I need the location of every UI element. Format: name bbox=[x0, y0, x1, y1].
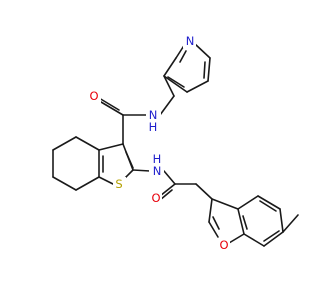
bond bbox=[52, 176, 77, 191]
bond bbox=[263, 231, 284, 247]
bond bbox=[98, 143, 124, 151]
molecule-structure-canvas: O N H N S H N O O bbox=[52, 34, 299, 252]
bond bbox=[186, 80, 209, 93]
bond bbox=[52, 136, 77, 151]
amide-oxygen-bottom-label: O bbox=[151, 191, 160, 205]
bond bbox=[208, 198, 213, 223]
furan-oxygen-label: O bbox=[219, 238, 228, 252]
bond bbox=[259, 200, 277, 212]
amide-hydrogen-top-label: H bbox=[149, 120, 158, 134]
bond bbox=[212, 216, 220, 230]
bond bbox=[75, 176, 100, 191]
bond bbox=[237, 208, 245, 235]
bond bbox=[167, 76, 185, 88]
thiophene-sulfur-label: S bbox=[115, 177, 122, 191]
bond bbox=[203, 61, 206, 79]
bond bbox=[228, 233, 245, 244]
bond bbox=[163, 57, 177, 77]
atom-label-layer: O N H N S H N O O bbox=[88, 34, 230, 252]
bond bbox=[163, 75, 188, 93]
bond bbox=[243, 233, 265, 247]
bond bbox=[100, 101, 124, 116]
pyridine-nitrogen-label: N bbox=[186, 34, 195, 48]
bond bbox=[237, 195, 259, 210]
bond bbox=[257, 195, 281, 210]
bond bbox=[207, 57, 211, 82]
bond bbox=[98, 97, 120, 111]
bond bbox=[159, 95, 175, 116]
bond bbox=[75, 136, 100, 151]
bond bbox=[282, 214, 299, 233]
bond bbox=[263, 230, 280, 242]
amide-nitrogen-top-label: N bbox=[149, 108, 158, 122]
bond bbox=[179, 50, 187, 63]
amide-nitrogen-bottom-label: N bbox=[153, 164, 162, 178]
bond bbox=[195, 183, 213, 200]
bond bbox=[211, 198, 239, 210]
bond bbox=[208, 221, 219, 238]
bond bbox=[194, 43, 211, 59]
amide-hydrogen-bottom-label: H bbox=[153, 152, 162, 166]
bond bbox=[279, 208, 284, 233]
bond bbox=[163, 75, 175, 97]
molecule-svg: O N H N S H N O O bbox=[52, 34, 299, 252]
bond bbox=[242, 215, 248, 230]
bond bbox=[132, 169, 151, 172]
bond-layer bbox=[52, 43, 299, 247]
bond bbox=[163, 170, 176, 185]
bond bbox=[159, 183, 176, 197]
amide-oxygen-top-label: O bbox=[89, 89, 98, 103]
bond bbox=[125, 151, 134, 169]
